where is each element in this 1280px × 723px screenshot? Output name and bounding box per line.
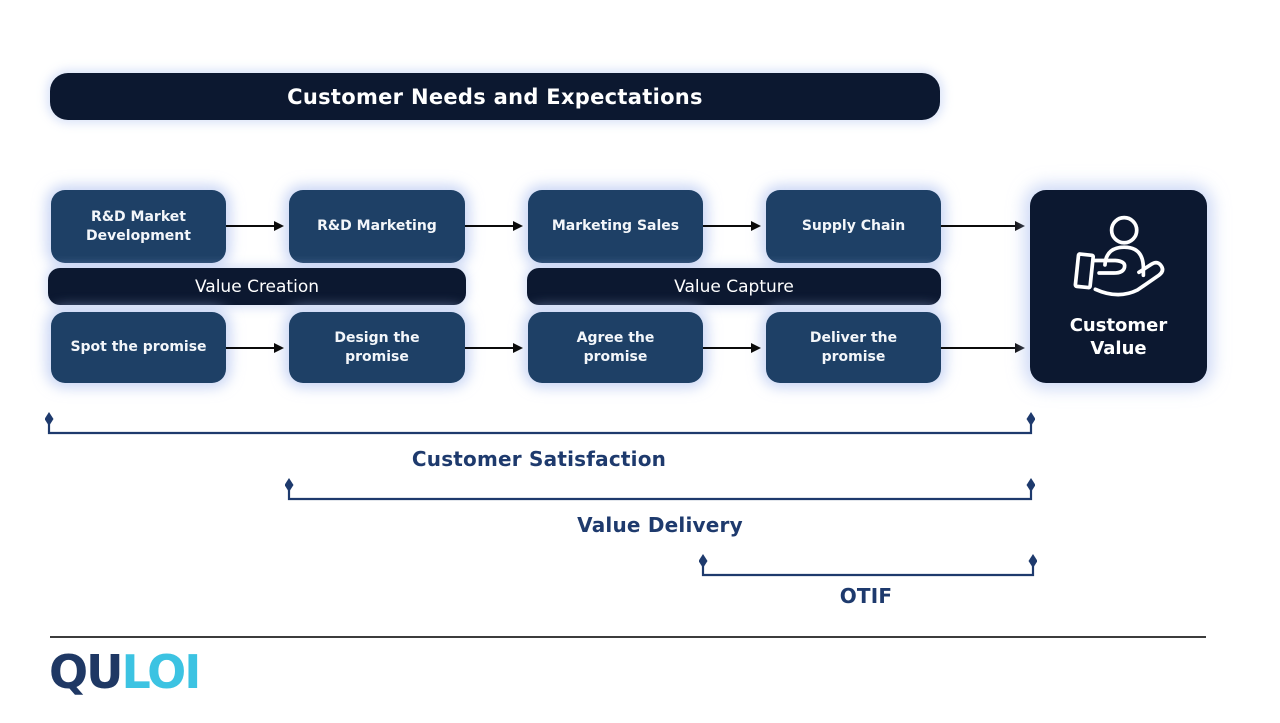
bracket-otif [699,554,1037,577]
value-creation-label: Value Creation [194,276,319,297]
flow-box-label: Agree the promise [576,330,655,365]
flow-box-label: R&D Marketing [317,218,437,235]
arrow-right-icon [465,343,523,353]
flow-box-rd-market-development: R&D Market Development [51,190,226,263]
arrow-right-icon [941,343,1025,353]
value-creation-banner: Value Creation [48,268,466,305]
flow-box-agree-the-promise: Agree the promise [528,312,703,383]
flow-box-label: Deliver the promise [809,330,898,365]
flow-box-marketing-sales: Marketing Sales [528,190,703,263]
title-banner: Customer Needs and Expectations [50,73,940,120]
customer-value-node: Customer Value [1030,190,1207,383]
arrow-right-icon [703,221,761,231]
arrow-right-icon [703,343,761,353]
arrow-right-icon [465,221,523,231]
flow-box-supply-chain: Supply Chain [766,190,941,263]
flow-box-design-the-promise: Design the promise [289,312,465,383]
bracket-value-delivery [285,478,1035,501]
flow-box-spot-the-promise: Spot the promise [51,312,226,383]
logo-part-cyan: LOI [121,645,201,699]
customer-satisfaction-label: Customer Satisfaction [411,447,667,471]
otif-label: OTIF [839,584,893,608]
flow-box-label: Marketing Sales [551,218,680,235]
hand-holding-person-icon [1073,215,1164,297]
value-delivery-label: Value Delivery [577,513,743,537]
logo-part-navy: QU [49,645,123,699]
customer-value-label: Customer Value [1069,315,1168,359]
arrow-right-icon [941,221,1025,231]
footer-divider [50,636,1206,638]
flow-box-label: Spot the promise [70,339,207,356]
quloi-logo: QULOI [49,645,201,699]
value-capture-label: Value Capture [674,276,794,297]
bracket-customer-satisfaction [45,412,1035,435]
arrow-right-icon [226,343,284,353]
title-text: Customer Needs and Expectations [287,84,703,109]
flow-box-label: Design the promise [334,330,420,365]
flow-box-label: R&D Market Development [86,209,191,244]
flow-box-rd-marketing: R&D Marketing [289,190,465,263]
flow-box-deliver-the-promise: Deliver the promise [766,312,941,383]
value-capture-banner: Value Capture [527,268,941,305]
arrow-right-icon [226,221,284,231]
flow-box-label: Supply Chain [801,218,906,235]
